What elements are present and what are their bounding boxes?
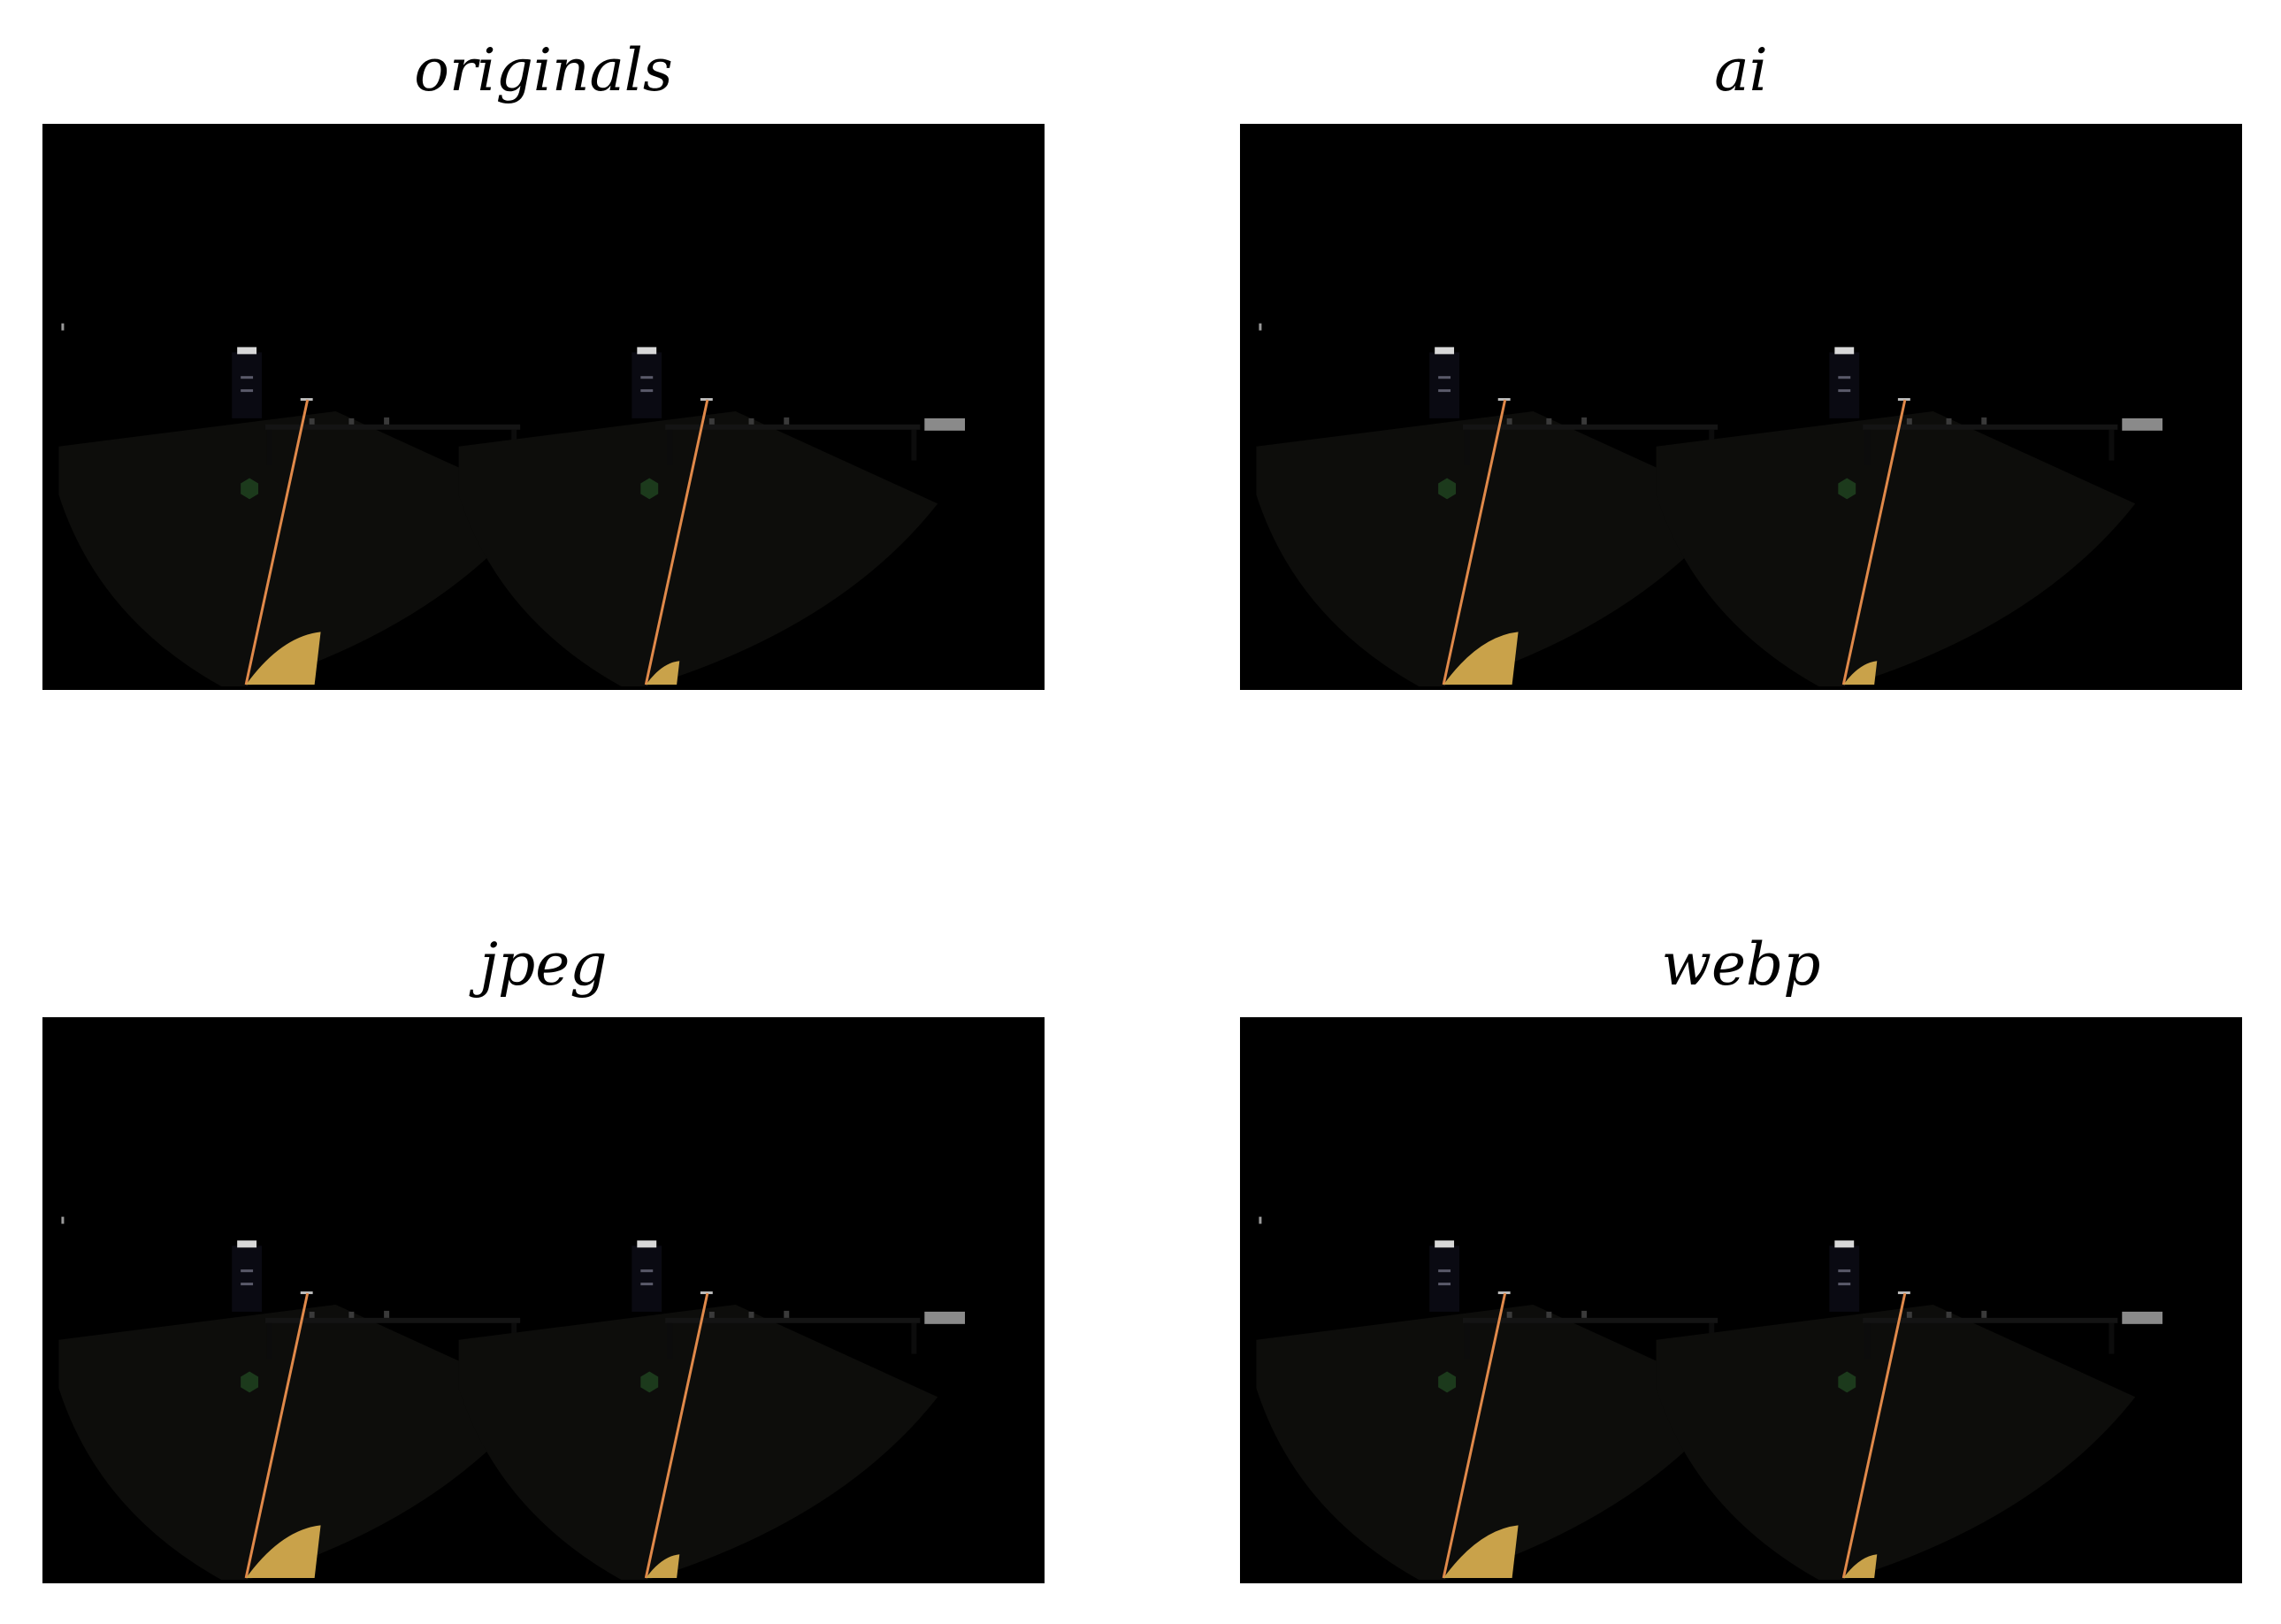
panel-title: webp — [1661, 931, 1821, 999]
panel-image — [1240, 124, 2242, 690]
vr-scene-image — [45, 126, 1042, 688]
vr-scene-image — [1243, 126, 2239, 688]
vr-scene-image — [1243, 1019, 2239, 1582]
vr-scene-image — [45, 1019, 1042, 1582]
panel-image — [42, 124, 1045, 690]
panel-title: originals — [414, 36, 673, 104]
panel-image — [1240, 1017, 2242, 1583]
panel-image — [42, 1017, 1045, 1583]
panel-title: ai — [1714, 36, 1768, 104]
panel-title: jpeg — [479, 931, 608, 999]
